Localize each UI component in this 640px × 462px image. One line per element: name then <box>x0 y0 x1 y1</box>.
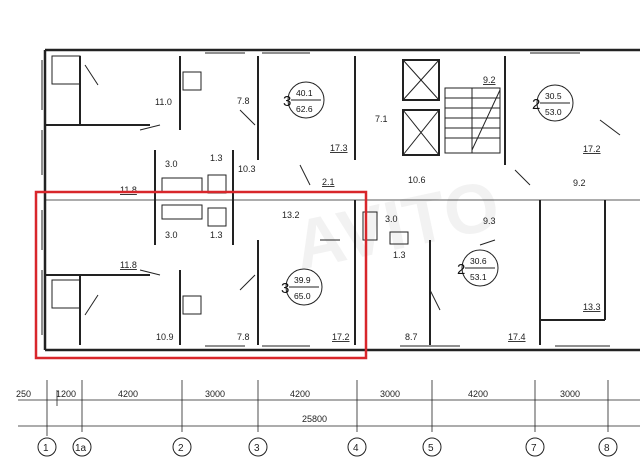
highlight-frame <box>34 190 368 360</box>
dim-1200: 1200 <box>56 389 76 399</box>
area-stair-top: 9.2 <box>483 75 496 85</box>
svg-text:53.0: 53.0 <box>545 107 562 117</box>
dim-4200-a: 4200 <box>118 389 138 399</box>
area-left-mid: 11.8 <box>120 260 137 270</box>
area-hall-top: 10.3 <box>238 164 256 174</box>
area-right-bath: 3.0 <box>385 214 398 224</box>
dim-3000-c: 3000 <box>560 389 580 399</box>
svg-text:39.9: 39.9 <box>294 275 311 285</box>
dim-250: 250 <box>16 389 31 399</box>
svg-text:4: 4 <box>353 443 359 454</box>
svg-text:2: 2 <box>457 261 465 278</box>
area-bottom-hall: 8.7 <box>405 332 418 342</box>
dim-total: 25800 <box>302 414 327 424</box>
watermark-text: AVITO <box>287 165 506 284</box>
dim-4200-b: 4200 <box>290 389 310 399</box>
area-top-left: 11.0 <box>155 97 172 107</box>
svg-text:65.0: 65.0 <box>294 291 311 301</box>
area-right-wc: 1.3 <box>393 250 406 260</box>
area-right-mid: 9.2 <box>573 178 586 188</box>
area-corridor: 2.1 <box>322 177 335 187</box>
area-wc-mid: 1.3 <box>210 230 223 240</box>
svg-text:2: 2 <box>532 96 540 113</box>
svg-text:3: 3 <box>281 280 289 297</box>
area-right-room: 13.3 <box>583 302 601 312</box>
area-top-wc: 1.3 <box>210 153 223 163</box>
svg-text:30.6: 30.6 <box>470 256 487 266</box>
area-bottom-room: 17.2 <box>332 332 350 342</box>
area-top-right-room: 17.2 <box>583 144 601 154</box>
area-bottom-right: 17.4 <box>508 332 526 342</box>
svg-text:53.1: 53.1 <box>470 272 487 282</box>
axis-markers: 1 1a 2 3 4 5 7 8 <box>37 437 618 457</box>
area-stair: 10.6 <box>408 175 426 185</box>
svg-text:3: 3 <box>283 93 291 110</box>
svg-text:1a: 1a <box>75 443 87 454</box>
area-bottom-kitchen: 7.8 <box>237 332 250 342</box>
area-bath-mid: 3.0 <box>165 230 178 240</box>
svg-text:2: 2 <box>178 443 184 454</box>
svg-text:62.6: 62.6 <box>296 104 313 114</box>
area-balcony-top: 11.8 <box>120 185 137 195</box>
area-top-bath: 3.0 <box>165 159 178 169</box>
svg-text:40.1: 40.1 <box>296 88 313 98</box>
dim-3000-b: 3000 <box>380 389 400 399</box>
svg-text:7: 7 <box>531 443 537 454</box>
svg-text:5: 5 <box>428 443 434 454</box>
area-bottom-kitchen-left: 10.9 <box>156 332 174 342</box>
dim-4200-c: 4200 <box>468 389 488 399</box>
apartment-badge-2: 2 30.5 53.0 <box>532 84 574 122</box>
area-hall-mid: 13.2 <box>282 210 300 220</box>
area-top-room3: 17.3 <box>330 143 348 153</box>
svg-text:30.5: 30.5 <box>545 91 562 101</box>
svg-text:3: 3 <box>254 443 260 454</box>
area-lift-hall: 7.1 <box>375 114 388 124</box>
svg-text:1: 1 <box>43 443 49 454</box>
apartment-badge-3: 3 39.9 65.0 <box>281 268 323 306</box>
svg-text:8: 8 <box>604 443 610 454</box>
area-top-kitchen: 7.8 <box>237 96 250 106</box>
dim-3000-a: 3000 <box>205 389 225 399</box>
apartment-badge-1: 3 40.1 62.6 <box>283 81 325 119</box>
apartment-badge-4: 2 30.6 53.1 <box>457 249 499 287</box>
area-right-mid2: 9.3 <box>483 216 496 226</box>
